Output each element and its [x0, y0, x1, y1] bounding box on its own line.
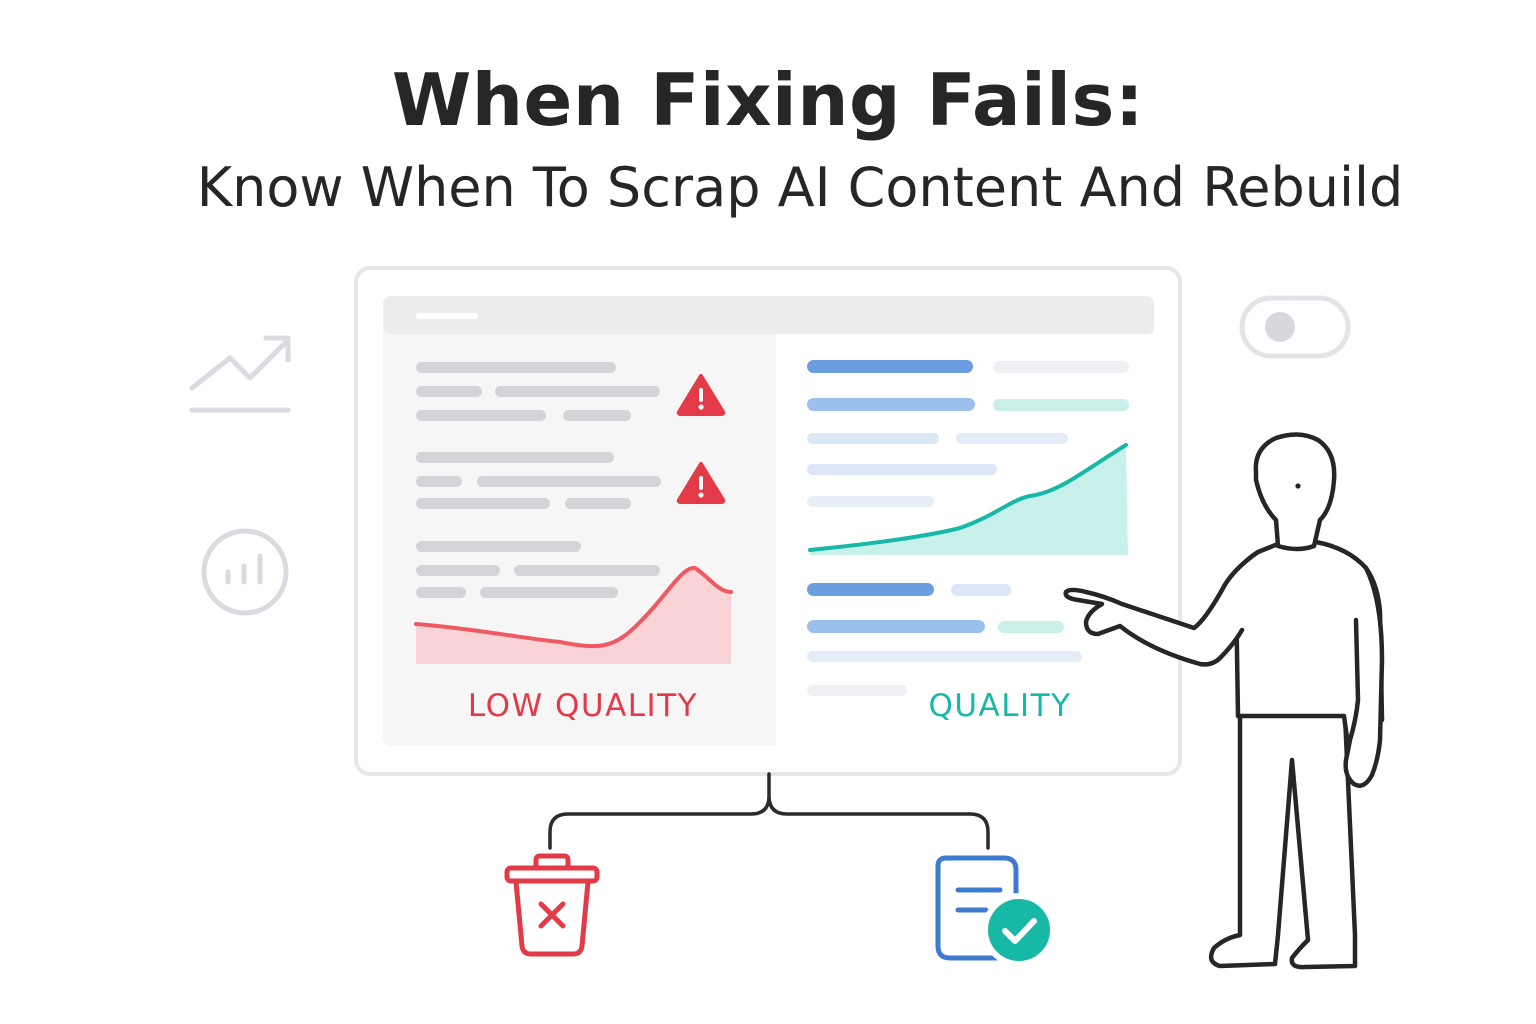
low-quality-chart — [414, 566, 733, 664]
toggle-switch-icon[interactable] — [1239, 295, 1351, 359]
titlebar-tab — [416, 313, 478, 319]
warning-triangle-icon — [676, 462, 726, 504]
quality-label: QUALITY — [928, 688, 1071, 724]
quality-text-lines — [807, 360, 1129, 696]
trash-x-icon[interactable] — [504, 853, 600, 957]
warning-triangle-icon — [676, 374, 726, 416]
page-subtitle: Know When To Scrap AI Content And Rebuil… — [196, 156, 1404, 219]
document-check-icon[interactable] — [935, 855, 1056, 967]
bar-chart-circle-icon — [201, 528, 289, 616]
presenter-figure — [1063, 432, 1385, 970]
low-quality-text-lines — [416, 362, 661, 598]
trend-up-icon — [189, 335, 291, 413]
quality-chart — [808, 443, 1128, 555]
decision-connector — [548, 772, 990, 850]
page-title: When Fixing Fails: — [391, 58, 1145, 142]
window-titlebar — [383, 296, 1154, 334]
low-quality-label: LOW QUALITY — [468, 688, 698, 724]
